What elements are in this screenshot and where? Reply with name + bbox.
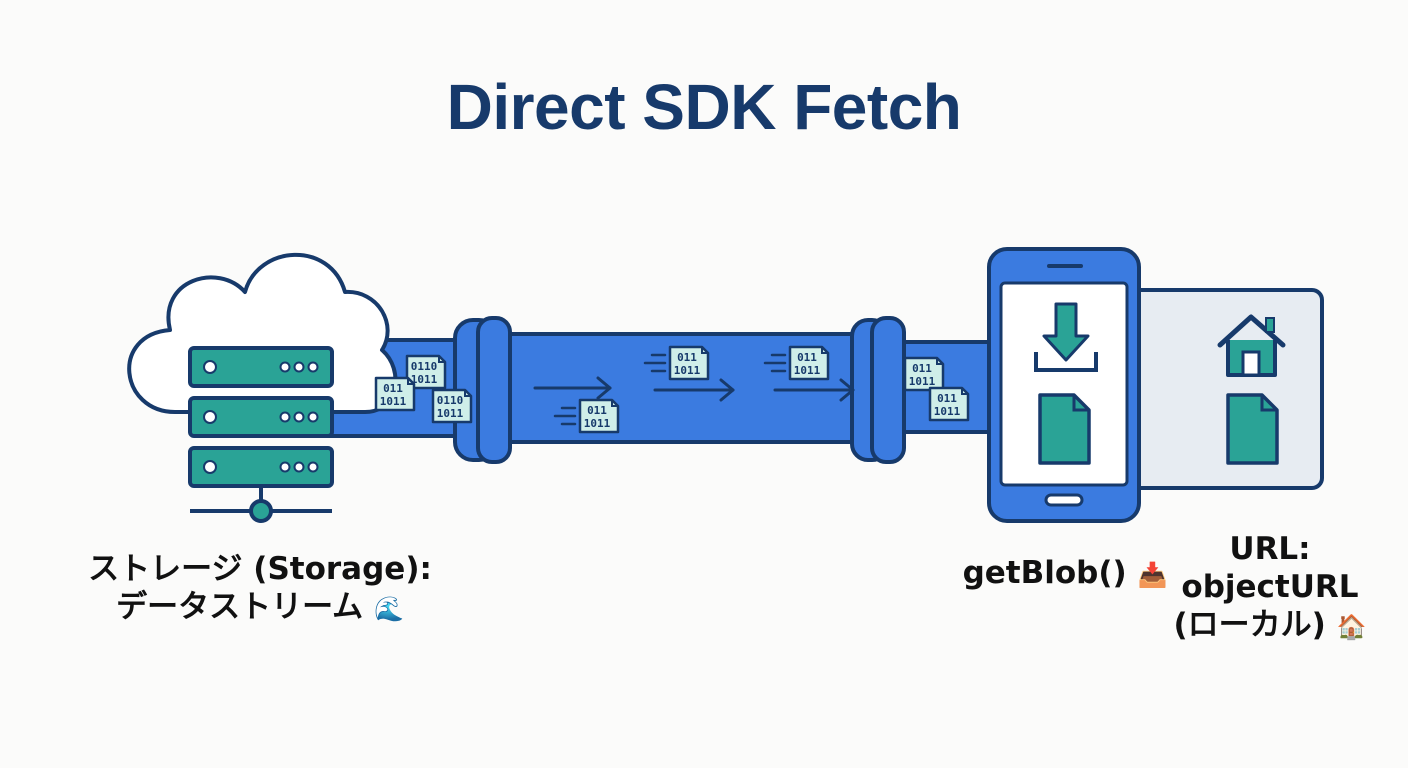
chunk-bits-bottom: 1011 (437, 407, 464, 420)
storage-label: ストレージ (Storage): データストリーム 🌊 (60, 550, 460, 628)
file-icon (1038, 393, 1091, 465)
getblob-label: getBlob() 📥 (960, 554, 1170, 594)
file-icon (1226, 393, 1279, 465)
chunk-bits-bottom: 1011 (584, 417, 611, 430)
data-chunk-icon: 011 1011 (903, 356, 945, 392)
url-label-local: (ローカル) (1173, 607, 1326, 643)
data-chunk-icon: 0110 1011 (405, 354, 447, 390)
chunk-bits-top: 0110 (411, 360, 438, 373)
chunk-bits-bottom: 1011 (411, 373, 438, 386)
chunk-bits-top: 011 (912, 362, 932, 375)
url-label-line2: objectURL (1181, 569, 1359, 605)
url-label: URL: objectURL (ローカル) 🏠 (1155, 530, 1385, 646)
inbox-tray-icon: 📥 (1137, 561, 1168, 589)
chunk-bits-bottom: 1011 (934, 405, 961, 418)
data-chunk-icon: 011 1011 (928, 386, 970, 422)
speed-lines (553, 406, 577, 426)
diagram-title: Direct SDK Fetch (446, 71, 962, 143)
speed-lines (643, 353, 667, 373)
chunk-bits-top: 011 (587, 404, 607, 417)
storage-label-text: データストリーム (116, 589, 364, 625)
data-chunk-icon: 011 1011 (374, 376, 416, 412)
download-icon (1034, 302, 1098, 372)
server-icon (188, 346, 334, 523)
data-chunk-icon: 011 1011 (578, 398, 620, 434)
data-chunk-icon: 0110 1011 (431, 388, 473, 424)
storage-label-line2: データストリーム 🌊 (60, 588, 460, 628)
chunk-bits-bottom: 1011 (794, 364, 821, 377)
house-icon (1217, 314, 1286, 377)
arrow-right-icon (773, 378, 855, 402)
chunk-bits-top: 0110 (437, 394, 464, 407)
house-emoji-icon: 🏠 (1336, 613, 1367, 641)
url-label-line3: (ローカル) 🏠 (1155, 606, 1385, 646)
cloud-icon (127, 252, 398, 414)
wave-icon: 🌊 (373, 595, 404, 623)
data-chunk-icon: 011 1011 (788, 345, 830, 381)
storage-label-line1: ストレージ (Storage): (88, 551, 432, 587)
chunk-bits-bottom: 1011 (674, 364, 701, 377)
chunk-bits-top: 011 (383, 382, 403, 395)
chunk-bits-bottom: 1011 (909, 375, 936, 388)
data-chunk-icon: 011 1011 (668, 345, 710, 381)
speed-lines (763, 353, 787, 373)
arrow-right-icon (533, 376, 612, 400)
phone-icon (987, 247, 1141, 523)
getblob-text: getBlob() (962, 555, 1127, 591)
chunk-bits-top: 011 (797, 351, 817, 364)
chunk-bits-bottom: 1011 (380, 395, 407, 408)
chunk-bits-top: 011 (937, 392, 957, 405)
url-label-line1: URL: (1229, 531, 1311, 567)
chunk-bits-top: 011 (677, 351, 697, 364)
arrow-right-icon (653, 378, 735, 402)
